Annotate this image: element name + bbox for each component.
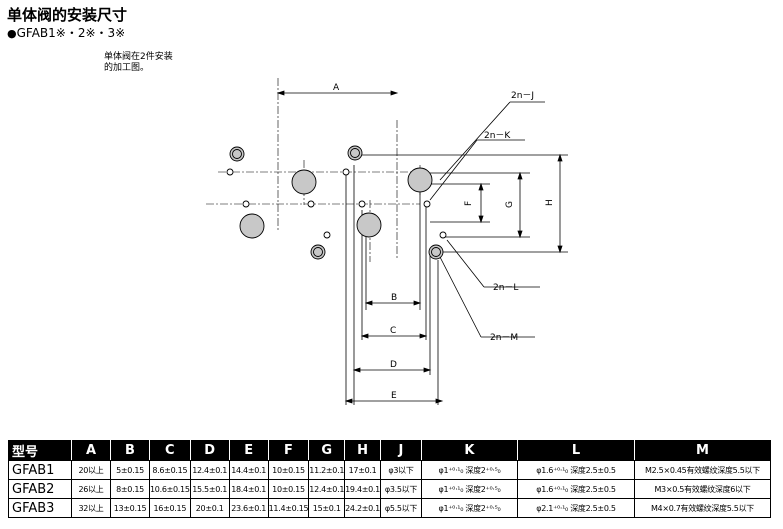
header-m: M [633, 440, 771, 461]
header-model: 型号 [8, 440, 72, 461]
page-title: 单体阀的安装尺寸 [7, 6, 128, 24]
dimension-f [478, 182, 484, 224]
cell-b: 13±0.15 [110, 498, 150, 518]
cell-b: 8±0.15 [110, 479, 150, 499]
note-line-2: 的加工图。 [104, 63, 150, 73]
table-row: GFAB2 26以上 8±0.15 10.6±0.15 15.5±0.1 18.… [8, 479, 771, 499]
label-2n-l: 2n－L [493, 283, 518, 293]
table-header-row: 型号 A B C D E F G H J K L M [8, 440, 771, 461]
cell-c: 16±0.15 [149, 498, 191, 518]
cell-j: φ3.5以下 [379, 479, 422, 499]
header-l: L [516, 440, 635, 461]
pin-hole [242, 200, 250, 208]
cell-m: M4×0.7有效螺纹深度5.5以下 [633, 498, 771, 518]
cell-b: 5±0.15 [110, 460, 150, 480]
header-f: F [267, 440, 310, 461]
dimension-c [360, 333, 428, 339]
cell-l: φ1.6⁺⁰·¹₀ 深度2.5±0.5 [516, 479, 635, 499]
label-2n-m: 2n－M [490, 333, 518, 343]
label-b: B [391, 293, 397, 303]
label-f: F [464, 201, 474, 206]
pin-hole [323, 231, 331, 239]
cell-a: 26以上 [71, 479, 111, 499]
cell-e: 23.6±0.1 [228, 498, 269, 518]
label-2n-j: 2n－J [511, 91, 534, 101]
model-series-subtitle: ●GFAB1※・2※・3※ [7, 24, 125, 41]
centerlines [206, 78, 421, 262]
header-a: A [71, 440, 111, 461]
table-row: GFAB1 20以上 5±0.15 8.6±0.15 12.4±0.1 14.4… [8, 460, 771, 480]
label-a: A [333, 83, 340, 93]
pin-hole [423, 200, 431, 208]
label-h: H [545, 199, 555, 206]
cell-j: φ5.5以下 [379, 498, 422, 518]
dimension-b [364, 300, 422, 306]
cell-l: φ2.1⁺⁰·¹₀ 深度2.5±0.5 [516, 498, 635, 518]
model-cell: GFAB3 [8, 498, 72, 518]
header-e: E [228, 440, 269, 461]
dimension-h [557, 153, 563, 254]
cell-h: 19.4±0.1 [344, 479, 381, 499]
label-e: E [391, 391, 397, 401]
label-c: C [390, 326, 396, 336]
cell-h: 24.2±0.1 [344, 498, 381, 518]
header-j: J [379, 440, 422, 461]
cell-j: φ3以下 [379, 460, 422, 480]
mounting-hole-diagram: A B C D E F G H 2n－J 2n－K 2n－L 2n－M [206, 78, 568, 405]
label-g: G [505, 201, 515, 208]
cell-f: 10±0.15 [267, 479, 310, 499]
mounting-note: 单体阀在2件安装 的加工图。 [104, 52, 173, 74]
holes [226, 145, 447, 260]
pin-hole [358, 200, 366, 208]
cell-g: 11.2±0.1 [308, 460, 346, 480]
header-d: D [189, 440, 230, 461]
large-hole [239, 213, 265, 239]
cell-f: 11.4±0.15 [267, 498, 310, 518]
table-row: GFAB3 32以上 13±0.15 16±0.15 20±0.1 23.6±0… [8, 498, 771, 518]
note-line-1: 单体阀在2件安装 [104, 52, 173, 62]
header-g: G [308, 440, 346, 461]
pin-hole [226, 168, 234, 176]
cell-a: 32以上 [71, 498, 111, 518]
pin-hole [439, 231, 447, 239]
cell-d: 20±0.1 [189, 498, 230, 518]
cell-k: φ1⁺⁰·¹₀ 深度2⁺⁰·⁵₀ [420, 460, 518, 480]
label-2n-k: 2n－K [484, 131, 511, 141]
cell-l: φ1.6⁺⁰·¹₀ 深度2.5±0.5 [516, 460, 635, 480]
dimension-g [517, 171, 523, 239]
pin-hole [307, 200, 315, 208]
cell-g: 15±0.1 [308, 498, 346, 518]
cell-f: 10±0.15 [267, 460, 310, 480]
model-series-text: GFAB1※・2※・3※ [16, 26, 126, 40]
dimension-a [276, 90, 399, 96]
cell-d: 12.4±0.1 [189, 460, 230, 480]
dimension-e [344, 398, 444, 404]
large-hole [356, 212, 382, 238]
cell-a: 20以上 [71, 460, 111, 480]
cell-d: 15.5±0.1 [189, 479, 230, 499]
model-cell: GFAB2 [8, 479, 72, 499]
cell-m: M2.5×0.45有效螺纹深度5.5以下 [633, 460, 771, 480]
large-hole [407, 167, 433, 193]
cell-c: 8.6±0.15 [149, 460, 191, 480]
header-b: B [110, 440, 150, 461]
cell-h: 17±0.1 [344, 460, 381, 480]
header-h: H [344, 440, 381, 461]
cell-m: M3×0.5有效螺纹深度6以下 [633, 479, 771, 499]
header-c: C [149, 440, 191, 461]
bullet-icon: ● [7, 27, 17, 40]
dimension-d [352, 367, 432, 373]
large-hole [291, 169, 317, 195]
cell-g: 12.4±0.1 [308, 479, 346, 499]
cell-k: φ1⁺⁰·¹₀ 深度2⁺⁰·⁵₀ [420, 498, 518, 518]
dimension-table: 型号 A B C D E F G H J K L M GFAB1 20以上 5±… [8, 440, 771, 518]
cell-e: 18.4±0.1 [228, 479, 269, 499]
pin-hole [342, 168, 350, 176]
header-k: K [420, 440, 518, 461]
cell-c: 10.6±0.15 [149, 479, 191, 499]
cell-e: 14.4±0.1 [228, 460, 269, 480]
label-d: D [390, 360, 397, 370]
model-cell: GFAB1 [8, 460, 72, 480]
cell-k: φ1⁺⁰·¹₀ 深度2⁺⁰·⁵₀ [420, 479, 518, 499]
